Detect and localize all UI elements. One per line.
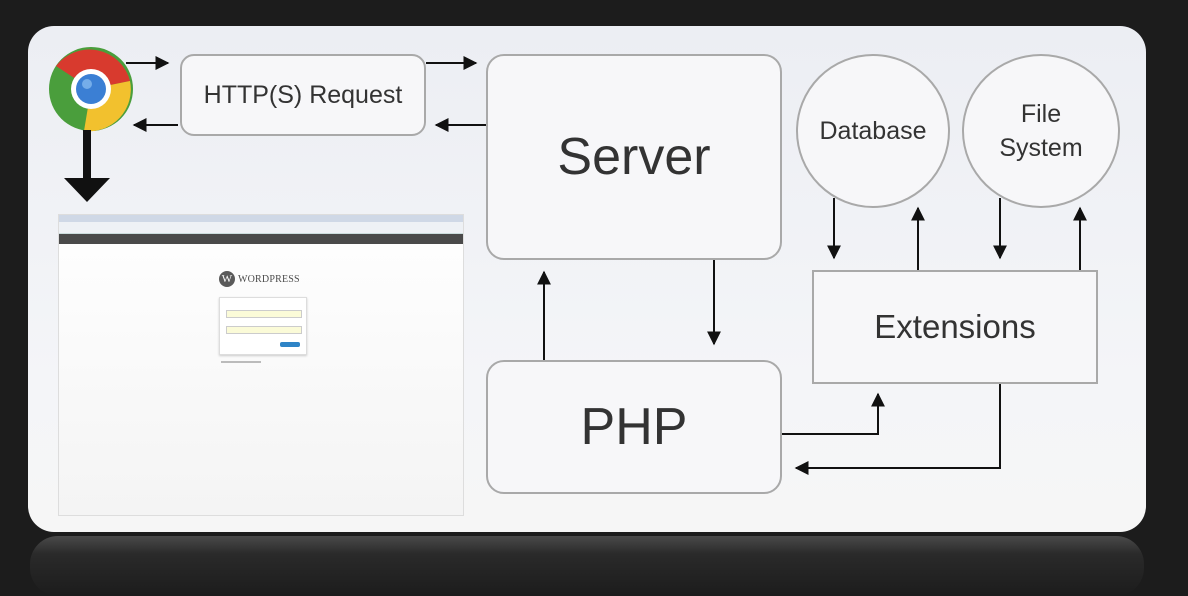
chrome-browser-icon — [49, 47, 133, 132]
wordpress-logo-mark: W — [219, 271, 235, 287]
wordpress-login-screenshot: W WORDPRESS — [58, 214, 464, 516]
slide-reflection — [30, 536, 1144, 596]
thumb-admin-bar — [59, 234, 463, 244]
arrow-php-to-extensions — [782, 392, 885, 435]
arrow-browser-to-page — [64, 130, 110, 202]
connector-arrows — [64, 56, 1087, 475]
file-system-circle: File System — [962, 54, 1120, 208]
login-button — [280, 342, 300, 347]
extensions-label: Extensions — [874, 308, 1036, 345]
database-label: Database — [819, 116, 927, 145]
http-request-label: HTTP(S) Request — [203, 80, 403, 109]
password-field — [226, 326, 302, 334]
username-field — [226, 310, 302, 318]
lost-password-link — [221, 361, 261, 363]
login-form — [219, 297, 307, 355]
extensions-box: Extensions — [812, 270, 1098, 384]
arrow-extensions-to-php — [794, 384, 1001, 475]
php-box: PHP — [486, 360, 782, 494]
server-box: Server — [486, 54, 782, 260]
wordpress-logo-text: WORDPRESS — [238, 273, 300, 285]
diagram-slide: W WORDPRESS HTTP(S) Request Server PHP D… — [28, 26, 1146, 532]
php-label: PHP — [580, 398, 688, 456]
http-request-box: HTTP(S) Request — [180, 54, 426, 136]
file-system-label: File System — [999, 100, 1083, 162]
thumb-url-bar — [59, 222, 463, 234]
server-label: Server — [557, 128, 711, 186]
wordpress-logo: W WORDPRESS — [219, 269, 305, 289]
thumb-tab-bar — [59, 215, 463, 222]
database-circle: Database — [796, 54, 950, 208]
